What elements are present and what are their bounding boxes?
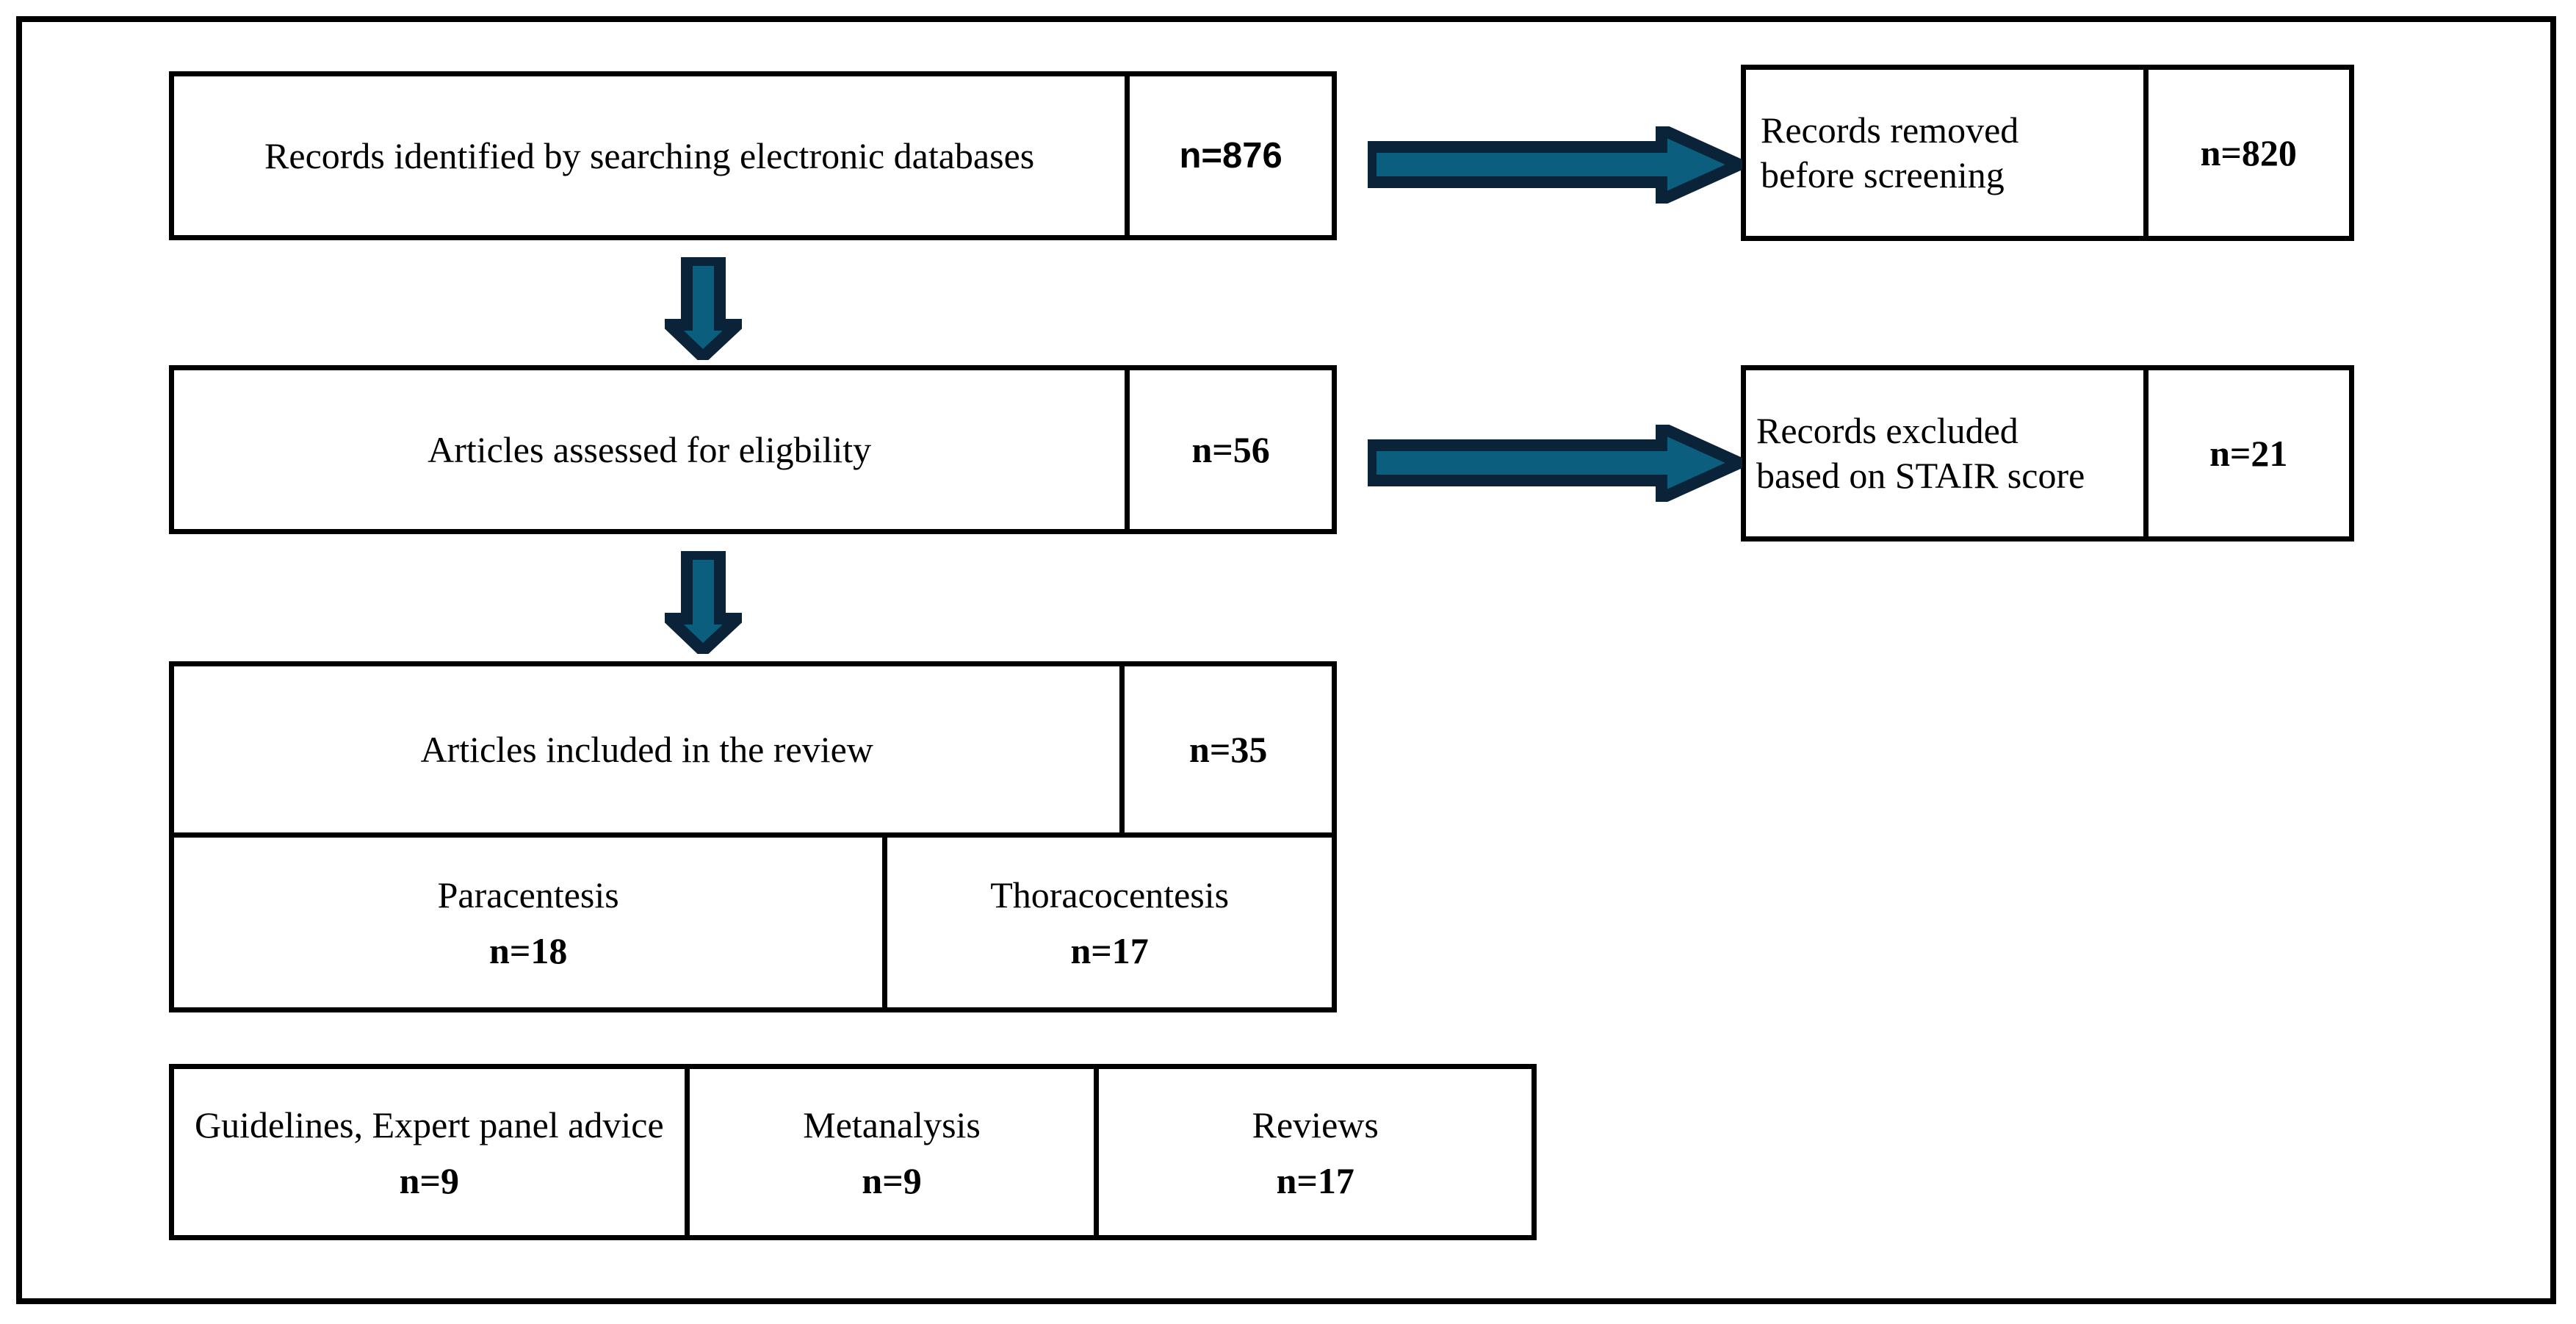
arrow-eligibility-to-excluded [1368, 425, 1742, 502]
guidelines-label: Guidelines, Expert panel advice [195, 1104, 664, 1145]
records-excluded-label-line1: Records excluded [1756, 410, 2018, 451]
thoracocentesis-stack: Thoracocentesis n=17 [990, 873, 1229, 972]
box-articles-included: Articles included in the review n=35 [169, 661, 1337, 838]
cell-reviews: Reviews n=17 [1094, 1069, 1531, 1235]
reviews-count: n=17 [1276, 1159, 1354, 1201]
cell-records-identified-count: n=876 [1125, 76, 1332, 235]
cell-articles-included-label: Articles included in the review [174, 666, 1120, 832]
records-identified-label: Records identified by searching electron… [264, 134, 1035, 176]
box-publication-types: Guidelines, Expert panel advice n=9 Meta… [169, 1064, 1537, 1240]
records-identified-count: n=876 [1179, 136, 1282, 176]
box-procedure-split: Paracentesis n=18 Thoracocentesis n=17 [169, 832, 1337, 1012]
cell-records-excluded-count: n=21 [2143, 370, 2349, 536]
cell-articles-eligibility-label: Articles assessed for eligbility [174, 370, 1125, 529]
records-removed-count: n=820 [2200, 132, 2297, 173]
paracentesis-stack: Paracentesis n=18 [438, 873, 619, 972]
paracentesis-label: Paracentesis [437, 874, 619, 915]
cell-metanalysis: Metanalysis n=9 [684, 1069, 1094, 1235]
records-removed-label-line1: Records removed [1761, 109, 2019, 151]
cell-guidelines: Guidelines, Expert panel advice n=9 [174, 1069, 685, 1235]
records-removed-label-line2: before screening [1761, 154, 2005, 195]
box-articles-eligibility: Articles assessed for eligbility n=56 [169, 365, 1337, 534]
reviews-stack: Reviews n=17 [1252, 1103, 1379, 1202]
records-excluded-label-line2: based on STAIR score [1756, 455, 2085, 496]
thoracocentesis-label: Thoracocentesis [990, 874, 1230, 915]
cell-thoracocentesis: Thoracocentesis n=17 [882, 838, 1332, 1007]
cell-records-removed-count: n=820 [2143, 70, 2349, 236]
guidelines-stack: Guidelines, Expert panel advice n=9 [195, 1103, 664, 1202]
articles-eligibility-count: n=56 [1191, 429, 1270, 470]
arrow-identified-to-removed [1368, 126, 1742, 204]
guidelines-count: n=9 [399, 1159, 459, 1201]
paracentesis-count: n=18 [489, 930, 568, 971]
cell-records-identified-label: Records identified by searching electron… [174, 76, 1125, 235]
thoracocentesis-count: n=17 [1070, 930, 1149, 971]
records-excluded-count: n=21 [2209, 433, 2288, 474]
metanalysis-count: n=9 [862, 1159, 922, 1201]
metanalysis-stack: Metanalysis n=9 [803, 1103, 981, 1202]
cell-articles-eligibility-count: n=56 [1125, 370, 1332, 529]
articles-included-count: n=35 [1189, 729, 1268, 770]
arrow-eligibility-to-included [665, 551, 742, 654]
articles-included-label: Articles included in the review [420, 728, 873, 770]
box-records-identified: Records identified by searching electron… [169, 71, 1337, 240]
reviews-label: Reviews [1252, 1104, 1379, 1145]
cell-articles-included-count: n=35 [1119, 666, 1332, 832]
metanalysis-label: Metanalysis [803, 1104, 981, 1145]
cell-paracentesis: Paracentesis n=18 [174, 838, 883, 1007]
arrow-identified-to-eligibility [665, 257, 742, 360]
articles-eligibility-label: Articles assessed for eligbility [427, 428, 872, 470]
